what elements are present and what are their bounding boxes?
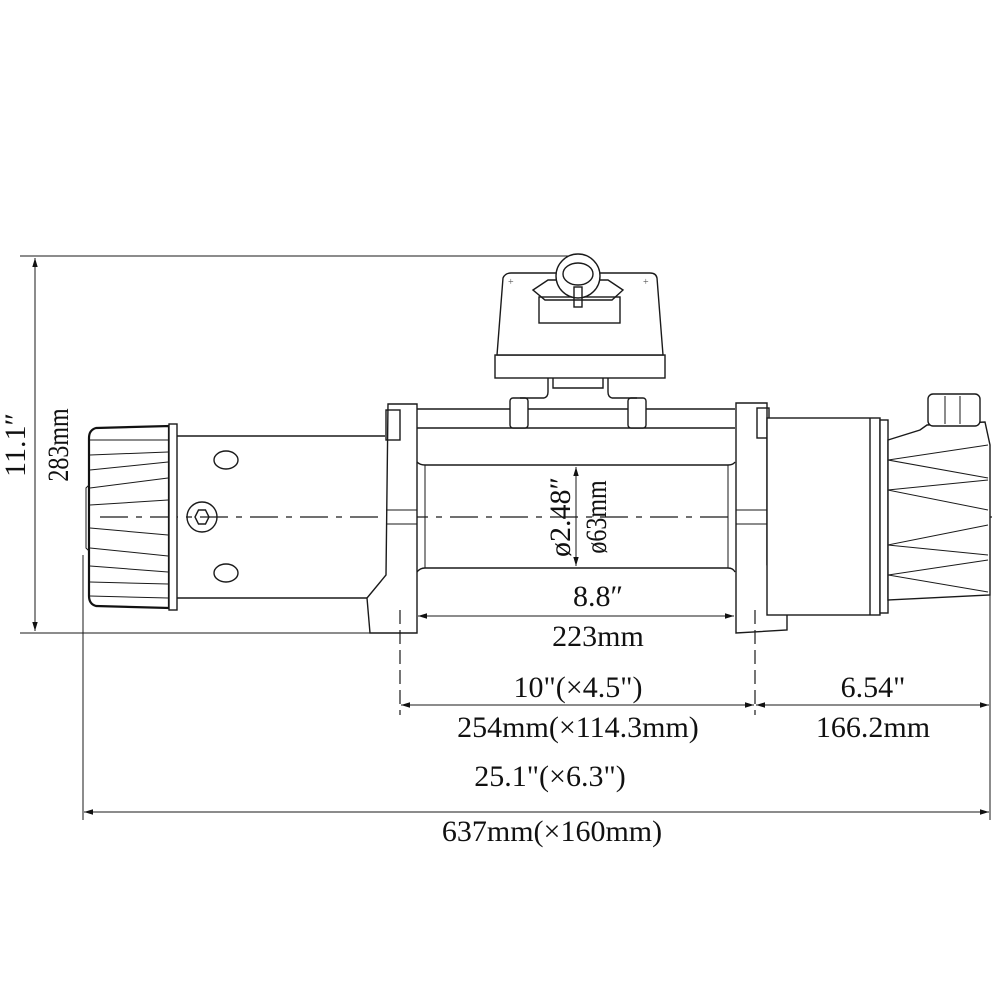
motor	[766, 393, 991, 616]
drum-dia-mm-label: ø63mm	[579, 480, 612, 553]
plus-mark: +	[643, 277, 649, 288]
height-mm-label: 283mm	[41, 408, 74, 481]
connector-plug-icon	[555, 253, 601, 299]
drum-dia-in-label: ø2.48″	[544, 477, 577, 557]
mount-in-label: 10"(×4.5")	[514, 671, 643, 704]
plus-mark: +	[508, 277, 514, 288]
cable-drum	[416, 397, 736, 573]
torx-screw-icon	[213, 450, 239, 470]
mounting-dimension: 10"(×4.5") 254mm(×114.3mm)	[399, 610, 756, 744]
height-dimension: 11.1″ 283mm	[0, 255, 575, 634]
drum-len-mm-label: 223mm	[552, 620, 644, 653]
motor-in-label: 6.54"	[841, 671, 906, 704]
left-end-plate	[366, 403, 418, 634]
clutch-knob	[85, 423, 178, 611]
control-box: + +	[494, 253, 666, 399]
drum-len-in-label: 8.8″	[573, 580, 623, 613]
motor-mm-label: 166.2mm	[816, 711, 930, 744]
gearbox-body	[177, 435, 385, 599]
overall-mm-label: 637mm(×160mm)	[442, 815, 662, 848]
drum-diameter-dimension: ø2.48″ ø63mm	[544, 467, 613, 566]
hex-bolt-icon	[186, 501, 218, 533]
overall-length-dimension: 25.1"(×6.3") 637mm(×160mm)	[82, 555, 989, 848]
motor-length-dimension: 6.54" 166.2mm	[756, 595, 991, 820]
terminal-cap-icon	[927, 393, 981, 427]
mount-mm-label: 254mm(×114.3mm)	[457, 711, 699, 744]
torx-screw-icon	[213, 563, 239, 583]
overall-in-label: 25.1"(×6.3")	[474, 760, 625, 793]
height-in-label: 11.1″	[0, 413, 32, 477]
drum-length-dimension: 8.8″ 223mm	[418, 580, 734, 653]
